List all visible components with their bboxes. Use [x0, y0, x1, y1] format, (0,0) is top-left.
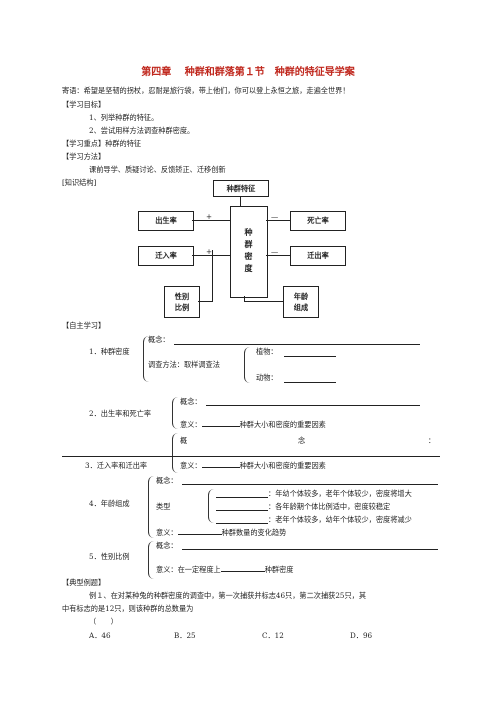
self-study-heading: 【自主学习】	[62, 321, 106, 330]
minus-sign: —	[271, 212, 279, 221]
age-type: 类型	[156, 502, 171, 511]
age-type-growing: ：年幼个体较多，老年个体较少，密度将增大	[268, 489, 412, 498]
arrow-immigration	[192, 255, 230, 256]
brace	[148, 476, 155, 538]
birth-death-concept: 概念：	[180, 397, 202, 406]
box-population-density: 种群密度	[230, 206, 268, 298]
goal-item: 2、尝试用样方法调查种群密度。	[89, 126, 195, 135]
age-label: 4．年龄组成	[89, 499, 130, 508]
age-structure-line1: 年龄	[293, 291, 309, 301]
meaning-suffix: 种群大小和密度的重要因素	[239, 461, 326, 470]
age-type-stable: ：各年龄期个体比例适中，密度较稳定	[268, 502, 391, 511]
box-birth-rate: 出生率	[138, 211, 194, 231]
box-immigration-rate: 迁入率	[138, 246, 194, 266]
option-b: B．25	[174, 631, 196, 640]
blank-line	[220, 571, 265, 572]
key-point: 【学习重点】种群的特征	[62, 139, 142, 148]
option-a: A．46	[89, 631, 111, 640]
methods-heading: 【学习方法】	[62, 152, 106, 161]
arrow-death	[266, 220, 290, 221]
blank-line	[201, 426, 240, 427]
blank-line	[177, 534, 222, 535]
connector-line	[198, 301, 212, 302]
example-heading: 【典型例题】	[62, 578, 106, 587]
blank-line	[216, 523, 268, 524]
birth-death-label: 2．出生率和死亡率	[89, 409, 152, 418]
connector-line	[240, 195, 241, 206]
structure-heading: [知识结构]	[62, 178, 97, 187]
density-animal: 动物：	[256, 373, 278, 382]
meaning-suffix: 种群大小和密度的重要因素	[239, 420, 326, 429]
blank-line	[182, 484, 438, 485]
intro-text: 寄语：希望是坚韧的拐杖，忍耐是旅行袋，带上他们，你可以登上永恒之旅，走遍全世界！	[62, 86, 350, 95]
density-method: 调查方法：取样调查法	[148, 360, 220, 369]
blank-line	[206, 405, 420, 406]
migration-concept-a: 概	[180, 436, 188, 445]
age-meaning: 意义： 种群数量的变化趋势	[156, 529, 286, 536]
meaning-prefix: 意义：	[180, 461, 202, 470]
sex-ratio-label: 5．性别比例	[89, 552, 130, 561]
arrow-emigration	[266, 255, 290, 256]
page-title: 第四章 种群和群落第１节 种群的特征导学案	[141, 67, 355, 78]
density-label: 1．种群密度	[89, 347, 130, 356]
box-sex-ratio: 性别 比例	[164, 286, 200, 318]
brace	[143, 336, 150, 382]
age-type-declining: ：老年个体较多，幼年个体较少，密度将减少	[268, 515, 412, 524]
birth-death-meaning: 意义： 种群大小和密度的重要因素	[180, 421, 326, 428]
blank-line	[284, 356, 336, 357]
meaning-suffix: 种群数量的变化趋势	[221, 528, 287, 537]
methods-text: 课前导学、质疑讨论、反馈矫正、迁移创新	[89, 165, 226, 174]
option-d: D．96	[350, 631, 373, 640]
box-population-features: 种群特征	[213, 180, 269, 197]
density-plant: 植物：	[256, 347, 278, 356]
goals-heading: 【学习目标】	[62, 100, 106, 109]
sex-ratio-concept: 概念：	[156, 541, 178, 550]
brace	[148, 541, 155, 579]
brace	[172, 433, 179, 473]
migration-colon: ：	[428, 436, 436, 445]
blank-line	[216, 510, 268, 511]
answer-paren: （ ）	[89, 617, 118, 626]
connector-line	[244, 301, 283, 302]
box-emigration-rate: 迁出率	[290, 246, 346, 266]
brace	[172, 397, 179, 429]
age-structure-line2: 组成	[293, 303, 309, 312]
plus-sign: +	[206, 247, 213, 256]
blank-line	[201, 467, 240, 468]
meaning-prefix: 意义：	[156, 528, 178, 537]
blank-line	[284, 382, 336, 383]
brace	[208, 489, 215, 523]
sex-ratio-line2: 比例	[174, 303, 190, 312]
connector-line	[244, 296, 245, 301]
blank-line	[174, 344, 420, 345]
migration-meaning: 意义： 种群大小和密度的重要因素	[180, 462, 326, 469]
sex-ratio-meaning: 意义：在一定程度上 种群密度	[156, 566, 293, 573]
option-c: C．12	[262, 631, 284, 640]
meaning-suffix: 种群密度	[264, 565, 294, 574]
goal-item: 1、列举种群的特征。	[89, 113, 159, 122]
meaning-prefix: 意义：在一定程度上	[156, 565, 221, 574]
meaning-prefix: 意义：	[180, 420, 202, 429]
box-death-rate: 死亡率	[290, 211, 346, 231]
box-age-structure: 年龄 组成	[283, 286, 319, 318]
density-concept: 概念：	[148, 335, 170, 344]
minus-sign: —	[271, 247, 279, 256]
blank-line	[182, 549, 438, 550]
brace	[244, 347, 251, 383]
blank-line	[62, 456, 440, 457]
example-text-line1: 例１、在对某种兔的种群密度的调查中，第一次捕获并标志46只，第二次捕获25只，其	[89, 591, 367, 600]
plus-sign: +	[206, 212, 213, 221]
arrow-birth	[192, 220, 230, 221]
migration-concept-b: 念	[298, 436, 306, 445]
migration-label: 3．迁入率和迁出率	[85, 461, 148, 470]
sex-ratio-line1: 性别	[174, 291, 190, 301]
connector-line	[212, 250, 213, 302]
example-text-line2: 中有标志的是12只，则该种群的总数量为	[62, 604, 194, 613]
age-concept: 概念：	[156, 476, 178, 485]
blank-line	[216, 497, 268, 498]
